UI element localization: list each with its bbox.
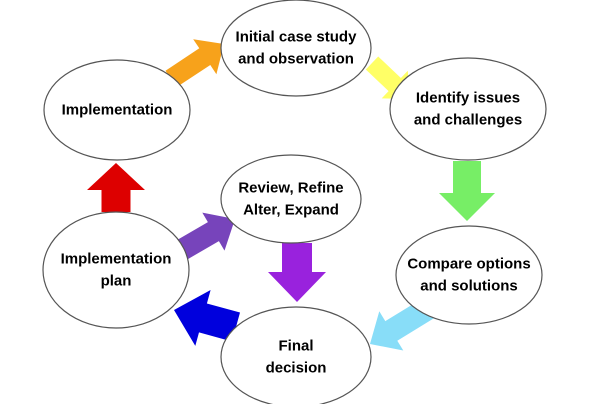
- node-review-label-line-1: Review, Refine: [238, 180, 343, 197]
- node-identify-label-line-2: and challenges: [414, 112, 522, 129]
- node-identify-label-line-1: Identify issues: [416, 90, 520, 107]
- node-final-label-line-2: decision: [266, 360, 327, 377]
- node-review-ellipse: [220, 154, 362, 244]
- node-implementation-ellipse: [43, 59, 191, 161]
- node-compare-ellipse: [395, 225, 543, 325]
- node-implementation-label-line-1: Implementation: [62, 102, 173, 119]
- arrow-plan-to-implementation: [87, 163, 145, 212]
- node-identify: Identify issues and challenges: [389, 57, 547, 161]
- node-final-ellipse: [220, 306, 372, 404]
- arrow-plan-to-review: [174, 212, 235, 261]
- node-compare-label-line-1: Compare options: [407, 256, 530, 273]
- node-initial-label-line-2: and observation: [238, 51, 354, 68]
- node-initial: Initial case study and observation: [220, 0, 372, 97]
- node-compare: Compare options and solutions: [395, 225, 543, 325]
- arrow-final-to-plan: [174, 290, 240, 346]
- arrow-implementation-to-initial: [165, 39, 224, 88]
- node-review-label-line-2: Alter, Expand: [243, 202, 339, 219]
- node-plan-ellipse: [42, 211, 190, 329]
- node-initial-label-line-1: Initial case study: [236, 29, 358, 46]
- node-final-label-line-1: Final: [278, 338, 313, 355]
- node-compare-label-line-2: and solutions: [420, 278, 518, 295]
- node-plan-label-line-1: Implementation: [61, 251, 172, 268]
- node-initial-ellipse: [220, 0, 372, 97]
- node-identify-ellipse: [389, 57, 547, 161]
- arrow-review-to-final: [268, 243, 326, 302]
- node-plan: Implementation plan: [42, 211, 190, 329]
- node-final: Final decision: [220, 306, 372, 404]
- arrow-identify-to-compare: [439, 161, 495, 221]
- node-implementation: Implementation: [43, 59, 191, 161]
- node-plan-label-line-2: plan: [101, 273, 132, 290]
